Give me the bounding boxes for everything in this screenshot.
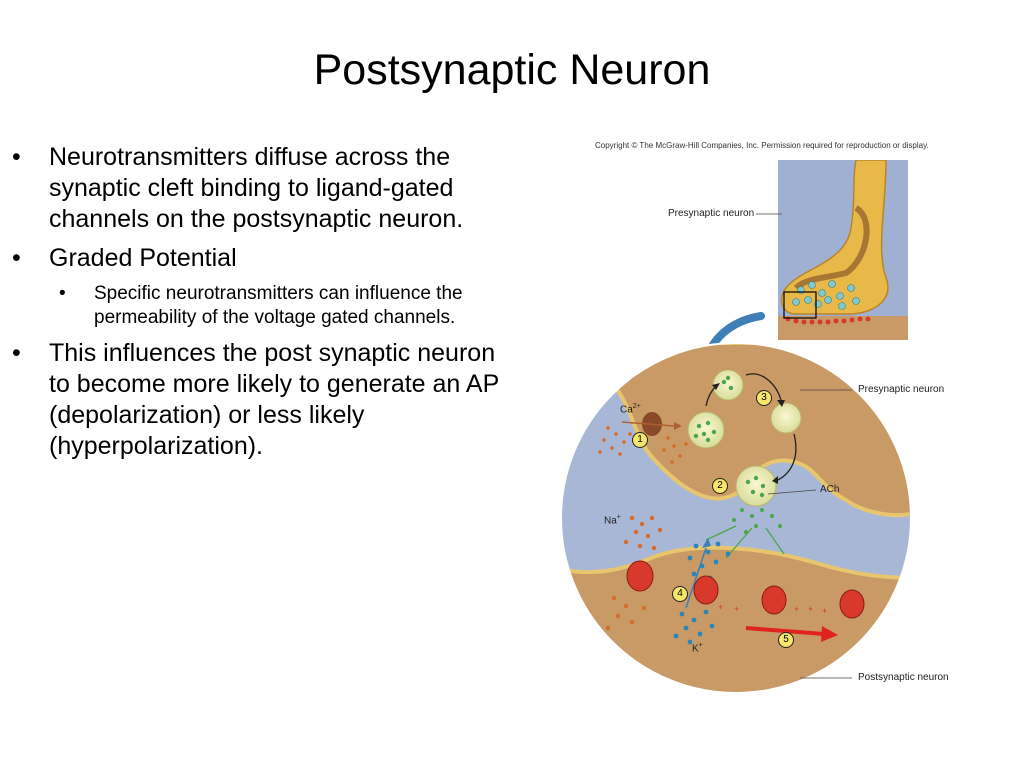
svg-text:+: + <box>808 604 813 614</box>
bullet-marker: • <box>12 339 21 367</box>
bullet-text: Graded Potential <box>49 244 237 272</box>
step-marker-1: 1 <box>632 432 648 448</box>
svg-text:+: + <box>718 602 723 612</box>
label-postsynaptic-neuron: Postsynaptic neuron <box>858 672 949 683</box>
svg-text:+: + <box>822 606 827 616</box>
bullet-item: • Graded Potential <box>12 243 517 274</box>
copyright-notice: Copyright © The McGraw-Hill Companies, I… <box>595 141 929 150</box>
bullet-marker: • <box>12 244 21 272</box>
bullet-text: Specific neurotransmitters can influence… <box>94 283 463 328</box>
bullet-text: Neurotransmitters diffuse across the syn… <box>49 143 464 233</box>
synapse-illustration: + + + + + <box>560 160 912 694</box>
bullet-list: • Neurotransmitters diffuse across the s… <box>12 142 517 470</box>
bullet-item: • This influences the post synaptic neur… <box>12 338 517 462</box>
step-marker-4: 4 <box>672 586 688 602</box>
step-marker-2: 2 <box>712 478 728 494</box>
label-sodium: Na+ <box>604 514 621 527</box>
label-calcium: Ca2+ <box>620 403 641 416</box>
step-marker-5: 5 <box>778 632 794 648</box>
svg-text:+: + <box>794 604 799 614</box>
label-presynaptic-neuron-inset: Presynaptic neuron <box>668 208 755 219</box>
slide-title: Postsynaptic Neuron <box>313 46 711 94</box>
bullet-marker: • <box>12 143 21 171</box>
bullet-item: • Neurotransmitters diffuse across the s… <box>12 142 517 235</box>
bullet-text: This influences the post synaptic neuron… <box>49 339 499 460</box>
inset-panel <box>778 160 908 340</box>
step-marker-3: 3 <box>756 390 772 406</box>
synapse-figure: + + + + + Copyright © The McGraw-Hill Compa… <box>556 138 976 708</box>
bullet-marker: • <box>59 283 66 304</box>
label-potassium: K+ <box>692 642 703 655</box>
label-presynaptic-neuron: Presynaptic neuron <box>858 384 945 395</box>
label-ach: ACh <box>820 484 840 495</box>
svg-text:+: + <box>734 604 739 614</box>
sub-bullet-item: • Specific neurotransmitters can influen… <box>12 282 517 330</box>
vesicles <box>687 369 802 507</box>
